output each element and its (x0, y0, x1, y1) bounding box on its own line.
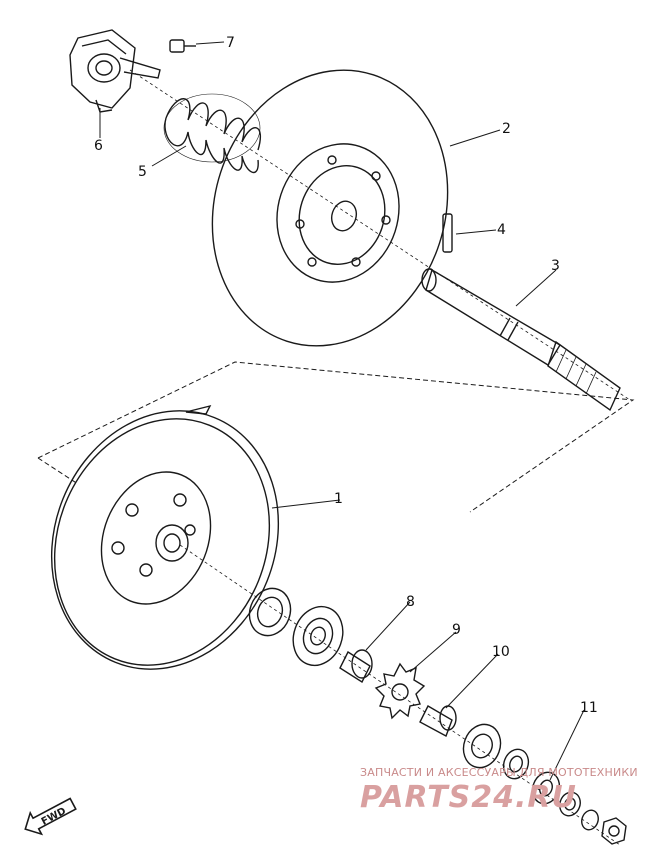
part-11-bearing (531, 771, 561, 805)
part-1-fixed-sheave (50, 404, 280, 670)
callout-3: 3 (551, 258, 560, 274)
callout-2: 2 (502, 121, 511, 137)
callout-10: 10 (492, 644, 510, 660)
part-4-key (442, 213, 453, 253)
part-9-sprocket (374, 662, 426, 720)
washer-1 (502, 748, 530, 780)
axis-line-lower (179, 544, 621, 846)
part-5-spring (163, 93, 262, 173)
part-3-shaft (421, 268, 621, 412)
fwd-arrow-icon: FWD (24, 797, 77, 836)
callout-11: 11 (580, 700, 598, 716)
leader-lines (99, 41, 585, 781)
seal-ring (248, 587, 292, 637)
callout-1: 1 (334, 491, 343, 507)
callout-4: 4 (497, 222, 506, 238)
bearing-small (462, 723, 502, 769)
callout-8: 8 (406, 594, 415, 610)
callout-6: 6 (94, 138, 103, 154)
washer-2 (559, 791, 581, 817)
callout-7: 7 (226, 35, 235, 51)
watermark-tagline: ЗАПЧАСТИ И АКСЕССУАРЫ ДЛЯ МОТОТЕХНИКИ (360, 766, 638, 779)
callout-5: 5 (138, 164, 147, 180)
assembly-boundary (37, 361, 635, 513)
axis-line-upper (129, 69, 631, 401)
bearing-large (292, 605, 344, 667)
part-2-sheave (211, 69, 449, 347)
part-8-collar (339, 649, 373, 684)
watermark-logo: PARTS24.RU (360, 780, 577, 815)
nut (601, 817, 627, 845)
part-7-pin (169, 39, 196, 53)
fwd-label: FWD (40, 806, 68, 828)
washer-3 (581, 809, 599, 831)
callout-9: 9 (452, 622, 461, 638)
part-6-cam (69, 29, 161, 113)
